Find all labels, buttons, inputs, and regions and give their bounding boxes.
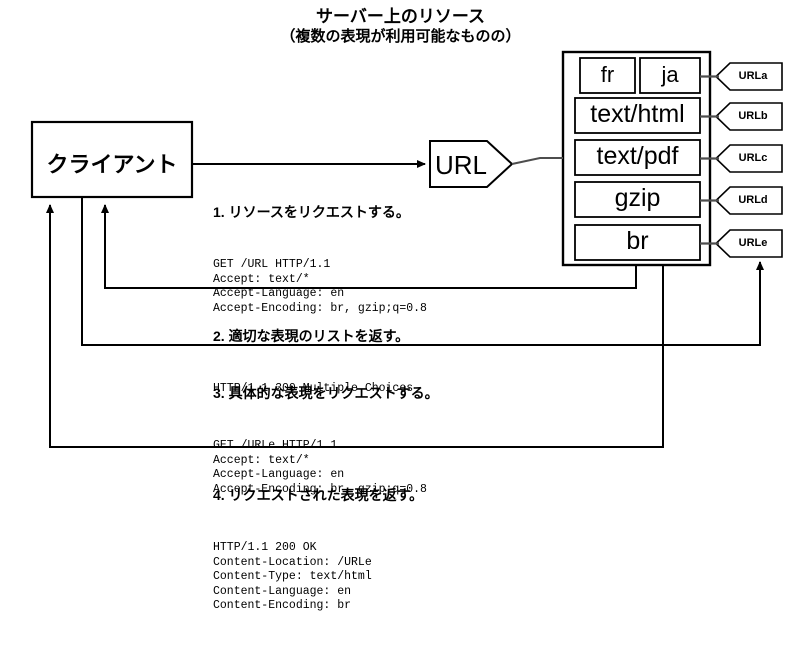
step-3-body: GET /URLe HTTP/1.1 Accept: text/* Accept…	[213, 439, 427, 496]
url-tag-label-d: URLd	[738, 194, 768, 206]
url-node-label: URL	[434, 150, 487, 180]
url-tag-label-b: URLb	[738, 110, 768, 122]
url-tag-label-c: URLc	[738, 152, 768, 164]
server-heading-line1: サーバー上のリソース	[316, 7, 485, 26]
representation-box-text-html	[574, 97, 701, 134]
step-4-body: HTTP/1.1 200 OK Content-Location: /URLe …	[213, 541, 372, 613]
step1-line-url-to-server	[511, 157, 563, 165]
representation-label-fr: fr	[600, 62, 615, 87]
step-4-block: 4. リクエストされた表現を返す。 HTTP/1.1 200 OK Conten…	[213, 449, 423, 650]
representation-label-text-html: text/html	[590, 100, 685, 128]
step-1-block: 1. リソースをリクエストする。 GET /URL HTTP/1.1 Accep…	[213, 166, 427, 352]
url-tag-shape-e	[714, 229, 783, 258]
representation-box-ja	[639, 57, 701, 94]
url-tag-shape-d	[714, 186, 783, 215]
url-tag-shape-b	[714, 102, 783, 131]
url-tag-shape-a	[714, 62, 783, 91]
representation-box-text-pdf	[574, 139, 701, 176]
diagram-canvas: サーバー上のリソース （複数の表現が利用可能なものの） クライアント URL f…	[30, 7, 783, 612]
url-tag-label-e: URLe	[738, 237, 768, 249]
client-label: クライアント	[46, 152, 178, 177]
step-2-heading: 2. 適切な表現のリストを返す。	[213, 328, 410, 344]
representation-label-ja: ja	[661, 62, 679, 87]
representation-box-gzip	[574, 181, 701, 218]
server-heading-line2: （複数の表現が利用可能なものの）	[280, 28, 521, 45]
step-3-heading: 3. 具体的な表現をリクエストする。	[213, 385, 439, 401]
step-2-block: 2. 適切な表現のリストを返す。 HTTP/1.1 300 Multiple C…	[213, 290, 413, 433]
url-tag-shape-c	[714, 144, 783, 173]
step-3-block: 3. 具体的な表現をリクエストする。 GET /URLe HTTP/1.1 Ac…	[213, 347, 439, 533]
step-1-heading: 1. リソースをリクエストする。	[213, 204, 410, 220]
client-box	[30, 120, 194, 199]
representation-label-gzip: gzip	[614, 184, 661, 212]
diagram-svg	[30, 50, 783, 448]
url-tag-label-a: URLa	[738, 70, 768, 82]
step-4-heading: 4. リクエストされた表現を返す。	[213, 487, 424, 503]
representation-label-br: br	[626, 227, 649, 255]
step-2-body: HTTP/1.1 300 Multiple Choices	[213, 382, 414, 395]
step-1-body: GET /URL HTTP/1.1 Accept: text/* Accept-…	[213, 258, 427, 315]
representation-box-fr	[579, 57, 636, 94]
url-pentagon	[429, 140, 514, 188]
representation-label-text-pdf: text/pdf	[596, 142, 679, 170]
